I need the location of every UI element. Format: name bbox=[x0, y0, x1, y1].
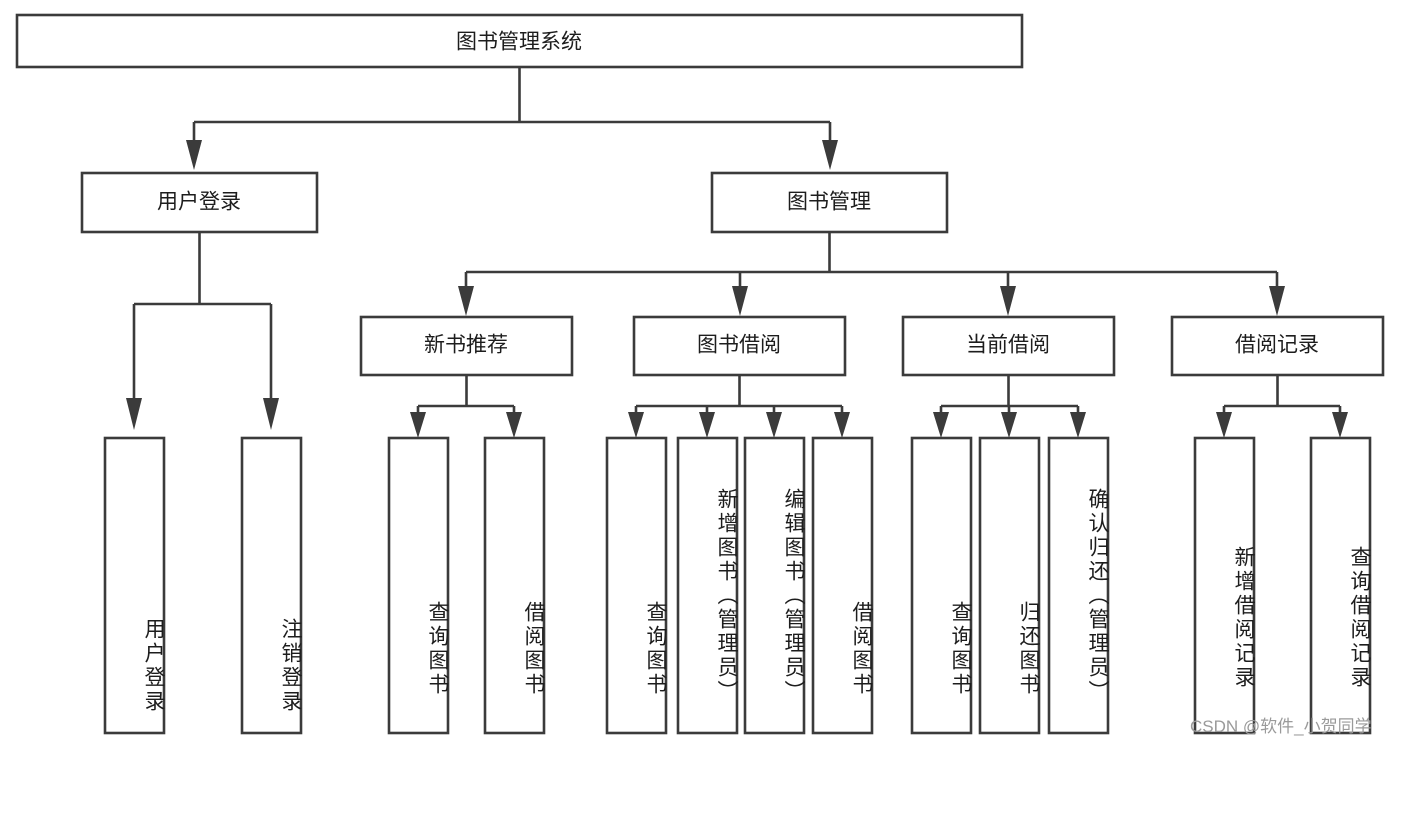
arrow-to-leaf-query-book-3 bbox=[933, 412, 949, 438]
node-leaf-logout-login-rect[interactable] bbox=[240, 436, 303, 735]
node-user-login[interactable]: 用户登录 bbox=[80, 171, 319, 234]
node-new-book-recommend-label: 新书推荐 bbox=[424, 334, 508, 357]
node-root[interactable]: 图书管理系统 bbox=[15, 13, 1024, 69]
node-leaf-add-book-rect[interactable] bbox=[676, 436, 739, 735]
node-borrow-record-label: 借阅记录 bbox=[1235, 334, 1319, 357]
node-new-book-recommend-rect[interactable] bbox=[359, 315, 574, 377]
node-leaf-borrow-book-2-rect[interactable] bbox=[811, 436, 874, 735]
node-borrow-record[interactable]: 借阅记录 bbox=[1170, 315, 1385, 377]
node-book-manage-label: 图书管理 bbox=[787, 191, 871, 214]
node-leaf-query-record-rect[interactable] bbox=[1309, 436, 1372, 735]
node-current-borrow[interactable]: 当前借阅 bbox=[901, 315, 1116, 377]
node-user-login-label: 用户登录 bbox=[157, 191, 241, 214]
node-borrow-record-rect[interactable] bbox=[1170, 315, 1385, 377]
node-current-borrow-rect[interactable] bbox=[901, 315, 1116, 377]
connector-layer bbox=[126, 67, 1348, 438]
arrow-to-leaf-user-login bbox=[126, 398, 142, 430]
node-book-manage-rect[interactable] bbox=[710, 171, 949, 234]
node-current-borrow-label: 当前借阅 bbox=[966, 334, 1050, 357]
node-leaf-user-login-rect[interactable] bbox=[103, 436, 166, 735]
arrow-to-leaf-borrow-book-1 bbox=[506, 412, 522, 438]
node-root-label: 图书管理系统 bbox=[456, 31, 582, 54]
arrow-to-leaf-logout-login bbox=[263, 398, 279, 430]
arrow-to-book-borrow bbox=[732, 286, 748, 316]
node-book-manage[interactable]: 图书管理 bbox=[710, 171, 949, 234]
arrow-to-leaf-add-book bbox=[699, 412, 715, 438]
arrow-to-leaf-add-record bbox=[1216, 412, 1232, 438]
arrow-to-borrow-record bbox=[1269, 286, 1285, 316]
node-new-book-recommend[interactable]: 新书推荐 bbox=[359, 315, 574, 377]
node-user-login-rect[interactable] bbox=[80, 171, 319, 234]
diagram-canvas: 图书管理系统 用户登录 图书管理 新书推荐 图书借阅 当前借阅 借阅记录 bbox=[15, 13, 1385, 736]
node-leaf-query-book-3-rect[interactable] bbox=[910, 436, 973, 735]
node-leaf-borrow-book-1-rect[interactable] bbox=[483, 436, 546, 735]
arrow-to-current-borrow bbox=[1000, 286, 1016, 316]
node-book-borrow-rect[interactable] bbox=[632, 315, 847, 377]
arrow-to-leaf-return-book bbox=[1001, 412, 1017, 438]
arrow-to-leaf-query-record bbox=[1332, 412, 1348, 438]
node-leaf-return-book-rect[interactable] bbox=[978, 436, 1041, 735]
node-leaf-confirm-return-rect[interactable] bbox=[1047, 436, 1110, 735]
node-leaf-query-book-2-rect[interactable] bbox=[605, 436, 668, 735]
arrow-to-leaf-edit-book bbox=[766, 412, 782, 438]
node-book-borrow-label: 图书借阅 bbox=[697, 334, 781, 357]
node-root-rect[interactable] bbox=[15, 13, 1024, 69]
node-leaf-add-record-rect[interactable] bbox=[1193, 436, 1256, 735]
arrow-root-to-user-login bbox=[186, 140, 202, 170]
arrow-root-to-book-manage bbox=[822, 140, 838, 170]
arrow-to-leaf-confirm-return bbox=[1070, 412, 1086, 438]
node-leaf-query-book-1-rect[interactable] bbox=[387, 436, 450, 735]
leaf-nodes bbox=[103, 436, 1372, 735]
arrow-to-new-book-recommend bbox=[458, 286, 474, 316]
watermark-text: CSDN @软件_小贺同学 bbox=[1190, 717, 1372, 736]
arrow-to-leaf-query-book-1 bbox=[410, 412, 426, 438]
arrow-to-leaf-query-book-2 bbox=[628, 412, 644, 438]
node-leaf-edit-book-rect[interactable] bbox=[743, 436, 806, 735]
flowchart-svg: 图书管理系统 用户登录 图书管理 新书推荐 图书借阅 当前借阅 借阅记录 bbox=[15, 13, 1385, 735]
node-book-borrow[interactable]: 图书借阅 bbox=[632, 315, 847, 377]
arrow-to-leaf-borrow-book-2 bbox=[834, 412, 850, 438]
